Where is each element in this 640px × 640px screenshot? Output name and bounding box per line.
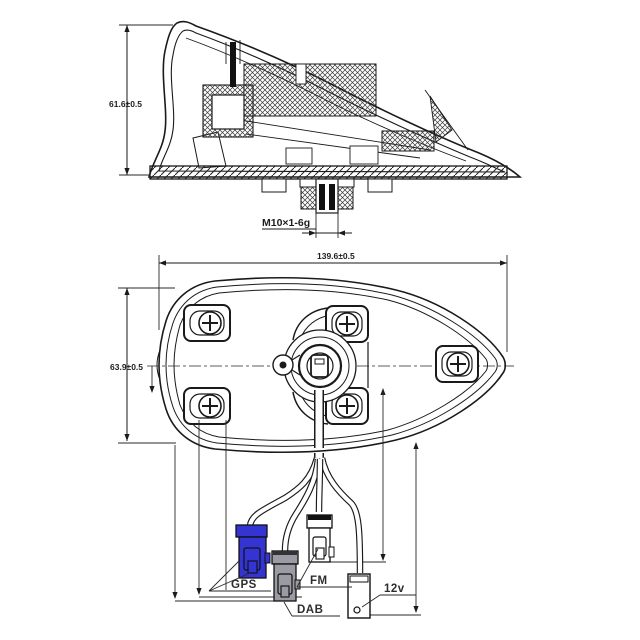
screw-lug <box>183 387 231 425</box>
base-width-dimension-text: 63.9±0.5 <box>110 362 143 372</box>
gps-cable <box>246 457 321 527</box>
stud-hole <box>310 354 329 378</box>
height-dimension: 61.6±0.5 <box>109 24 173 176</box>
dab-label: DAB <box>297 604 323 616</box>
base-outline-outer <box>158 276 507 454</box>
locator-eye-dot <box>279 361 287 369</box>
base-plate-hatched <box>149 165 508 180</box>
internal-line <box>245 133 421 159</box>
width-dimension: 63.9±0.5 <box>110 287 176 444</box>
base-component <box>349 145 379 165</box>
base-component <box>285 147 313 165</box>
bottom-view: 139.6±0.5 63.9±0.5 <box>110 251 514 619</box>
stud-nut-hatched <box>337 186 354 210</box>
fm-label: FM <box>310 575 328 587</box>
mounting-stud <box>261 178 393 214</box>
thread-spec-text: M10×1-6g <box>262 217 310 229</box>
center-mount <box>272 305 369 425</box>
stud-thread <box>329 184 335 210</box>
dab-connector <box>271 550 301 602</box>
gps-label: GPS <box>231 579 257 591</box>
fm-connector <box>306 514 335 563</box>
base-length-dimension-text: 139.6±0.5 <box>317 251 355 261</box>
screw-lug <box>435 345 479 383</box>
base-outline-inner <box>173 289 488 441</box>
fin-inner-cavity <box>158 29 506 173</box>
stud-flange <box>367 178 393 193</box>
thread-dimension: M10×1-6g <box>262 212 352 238</box>
screw-lug <box>325 305 369 343</box>
stud-flange <box>261 178 287 193</box>
gps-connector <box>235 524 271 579</box>
cable-harness <box>246 390 364 574</box>
cable-measurement-lines <box>172 388 421 616</box>
base-outline-mid <box>165 283 498 447</box>
right-block-hatched <box>381 130 435 152</box>
dab-cable <box>281 458 322 552</box>
connector-labels: GPS FM DAB 12v <box>208 548 416 617</box>
side-height-dimension-text: 61.6±0.5 <box>109 99 142 109</box>
left-module-window <box>211 94 245 130</box>
power-connector <box>347 573 371 619</box>
stud-thread <box>319 184 325 210</box>
stud-hole-notch <box>314 358 325 365</box>
power-label: 12v <box>384 583 405 595</box>
front-lip-bump <box>156 349 161 381</box>
pcb-block-hatched <box>243 63 377 117</box>
fm-cable <box>315 458 324 513</box>
screw-lug <box>183 304 231 342</box>
stud-nut-hatched <box>300 186 317 210</box>
pcb-block-slot <box>295 63 307 85</box>
side-view: 61.6±0.5 M10×1-6g <box>109 20 523 238</box>
power-cable <box>318 457 364 574</box>
length-dimension: 139.6±0.5 <box>158 251 508 352</box>
tail-wedge-hatched <box>429 95 453 143</box>
fin-shell-hatched <box>147 20 523 178</box>
antenna-element <box>230 42 236 87</box>
